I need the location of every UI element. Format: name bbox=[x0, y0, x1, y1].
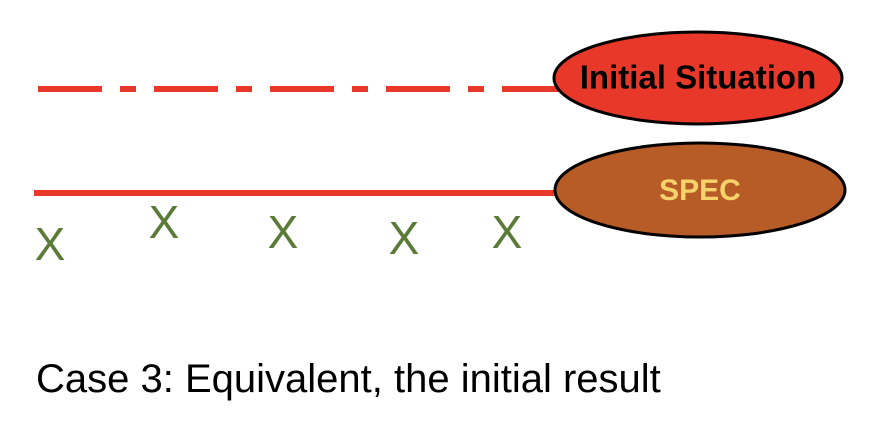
spec-ellipse bbox=[553, 141, 847, 239]
initial-situation-ellipse bbox=[552, 30, 844, 126]
initial-situation-label: Initial Situation bbox=[580, 59, 817, 96]
x-marker: X bbox=[35, 218, 66, 270]
x-marker: X bbox=[492, 206, 523, 258]
initial-situation-node: Initial Situation bbox=[552, 30, 844, 126]
x-marker: X bbox=[149, 196, 180, 248]
x-marker: X bbox=[389, 212, 420, 264]
spec-node: SPEC bbox=[553, 141, 847, 239]
caption: Case 3: Equivalent, the initial result bbox=[36, 357, 661, 401]
x-markers: X X X X X bbox=[35, 196, 523, 270]
spec-label: SPEC bbox=[659, 174, 741, 207]
x-marker: X bbox=[268, 206, 299, 258]
